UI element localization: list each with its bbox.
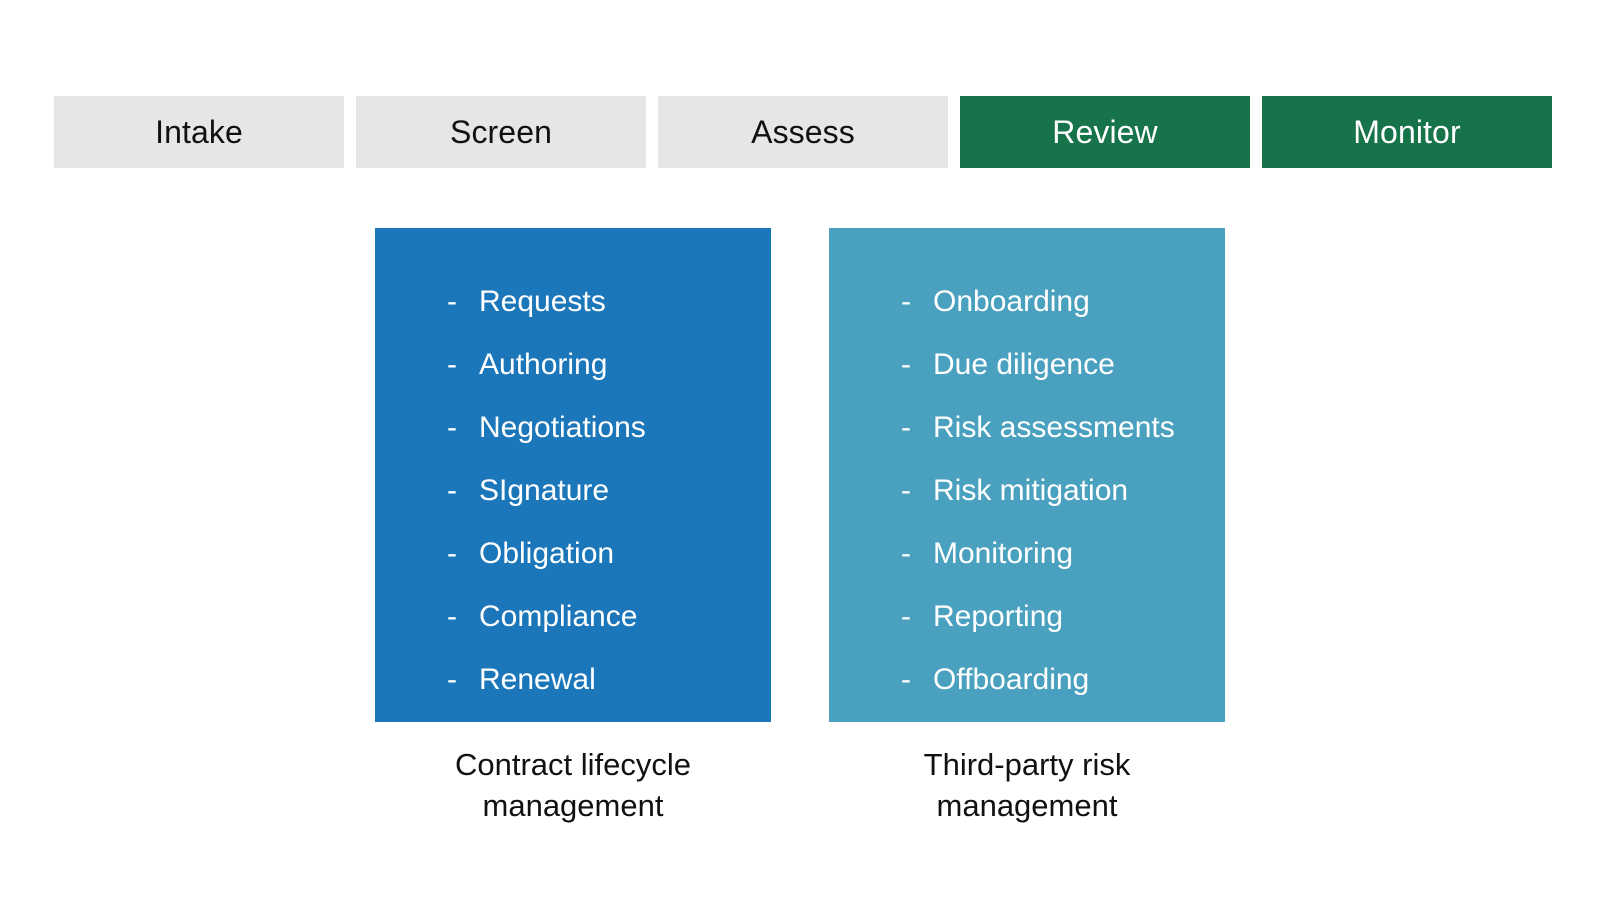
list-item-label: Reporting <box>933 600 1064 633</box>
list-item-label: Obligation <box>479 537 615 570</box>
list-item[interactable]: - Risk assessments <box>901 396 1225 459</box>
dash-bullet-icon: - <box>901 663 911 696</box>
list-item[interactable]: - Due diligence <box>901 333 1225 396</box>
list-item[interactable]: - Risk mitigation <box>901 459 1225 522</box>
list-item-label: Risk assessments <box>933 411 1175 444</box>
list-item-label: Monitoring <box>933 537 1074 570</box>
list-item[interactable]: - Onboarding <box>901 270 1225 333</box>
pillar-caption-line: management <box>482 788 664 823</box>
list-item[interactable]: - Authoring <box>447 333 771 396</box>
stage-tab-label: Intake <box>155 113 243 150</box>
stage-tab-screen[interactable]: Screen <box>356 96 646 168</box>
list-item[interactable]: - Compliance <box>447 585 771 648</box>
dash-bullet-icon: - <box>901 600 911 633</box>
pillar-caption-line: management <box>936 788 1118 823</box>
dash-bullet-icon: - <box>901 537 911 570</box>
stage-tab-label: Review <box>1052 113 1158 150</box>
list-item[interactable]: - SIgnature <box>447 459 771 522</box>
list-item-label: Negotiations <box>479 411 646 444</box>
pillar-caption: Contract lifecycle management <box>375 744 771 826</box>
dash-bullet-icon: - <box>447 411 457 444</box>
list-item[interactable]: - Monitoring <box>901 522 1225 585</box>
pillar-box: - Requests - Authoring - Negotiations - … <box>375 228 771 722</box>
dash-bullet-icon: - <box>447 537 457 570</box>
dash-bullet-icon: - <box>447 663 457 696</box>
list-item[interactable]: - Requests <box>447 270 771 333</box>
list-item-label: Onboarding <box>933 285 1090 318</box>
list-item[interactable]: - Renewal <box>447 648 771 711</box>
pillar-third-party-risk-management: - Onboarding - Due diligence - Risk asse… <box>829 228 1225 826</box>
stage-tab-label: Monitor <box>1353 113 1461 150</box>
list-item-label: Authoring <box>479 348 608 381</box>
list-item-label: Compliance <box>479 600 638 633</box>
dash-bullet-icon: - <box>447 474 457 507</box>
list-item[interactable]: - Negotiations <box>447 396 771 459</box>
list-item-label: Renewal <box>479 663 596 696</box>
pillar-capability-list: - Onboarding - Due diligence - Risk asse… <box>829 270 1225 711</box>
dash-bullet-icon: - <box>901 411 911 444</box>
stage-tab-monitor[interactable]: Monitor <box>1262 96 1552 168</box>
pillar-capability-list: - Requests - Authoring - Negotiations - … <box>375 270 771 711</box>
list-item-label: SIgnature <box>479 474 610 507</box>
list-item-label: Due diligence <box>933 348 1115 381</box>
stage-tab-label: Assess <box>751 113 855 150</box>
list-item[interactable]: - Obligation <box>447 522 771 585</box>
stage-tab-assess[interactable]: Assess <box>658 96 948 168</box>
pillar-contract-lifecycle-management: - Requests - Authoring - Negotiations - … <box>375 228 771 826</box>
pillar-group: - Requests - Authoring - Negotiations - … <box>375 228 1225 826</box>
pillar-caption-line: Contract lifecycle <box>454 747 692 782</box>
pillar-box: - Onboarding - Due diligence - Risk asse… <box>829 228 1225 722</box>
dash-bullet-icon: - <box>901 348 911 381</box>
list-item-label: Requests <box>479 285 606 318</box>
stage-tab-intake[interactable]: Intake <box>54 96 344 168</box>
list-item-label: Risk mitigation <box>933 474 1129 507</box>
stage-tab-label: Screen <box>450 113 552 150</box>
pillar-caption: Third-party risk management <box>829 744 1225 826</box>
dash-bullet-icon: - <box>901 285 911 318</box>
pillar-caption-line: Third-party risk <box>923 747 1131 782</box>
process-stage-bar: Intake Screen Assess Review Monitor <box>54 96 1552 168</box>
dash-bullet-icon: - <box>447 348 457 381</box>
list-item[interactable]: - Offboarding <box>901 648 1225 711</box>
dash-bullet-icon: - <box>447 285 457 318</box>
list-item-label: Offboarding <box>933 663 1090 696</box>
dash-bullet-icon: - <box>901 474 911 507</box>
list-item[interactable]: - Reporting <box>901 585 1225 648</box>
dash-bullet-icon: - <box>447 600 457 633</box>
stage-tab-review[interactable]: Review <box>960 96 1250 168</box>
